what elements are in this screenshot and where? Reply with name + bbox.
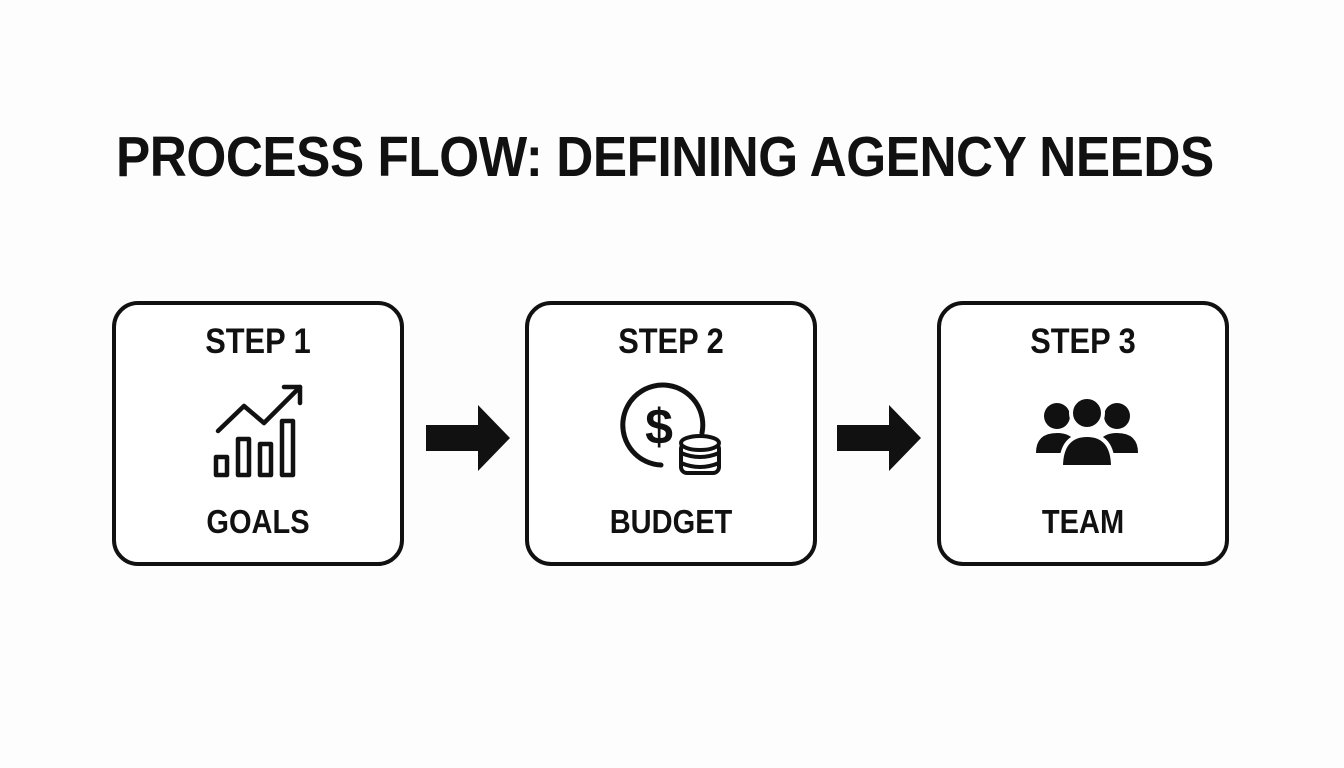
step-name: BUDGET <box>609 503 733 540</box>
growth-chart-icon <box>213 384 303 478</box>
team-people-icon <box>1036 395 1138 469</box>
step-box-budget: STEP 2 $ BUDGET <box>525 301 817 566</box>
step-name: TEAM <box>1041 503 1125 540</box>
step-label: STEP 2 <box>618 322 724 361</box>
arrow-right-icon <box>426 405 510 471</box>
step-label: STEP 3 <box>1030 322 1136 361</box>
dollar-coins-icon: $ <box>620 382 721 475</box>
arrow-right-icon <box>837 405 921 471</box>
page-title: PROCESS FLOW: DEFINING AGENCY NEEDS <box>116 125 1214 189</box>
step-box-goals: STEP 1 GOALS <box>112 301 404 566</box>
svg-text:$: $ <box>645 399 673 455</box>
step-label: STEP 1 <box>205 322 311 361</box>
step-box-team: STEP 3 TEAM <box>937 301 1229 566</box>
step-name: GOALS <box>206 503 310 540</box>
